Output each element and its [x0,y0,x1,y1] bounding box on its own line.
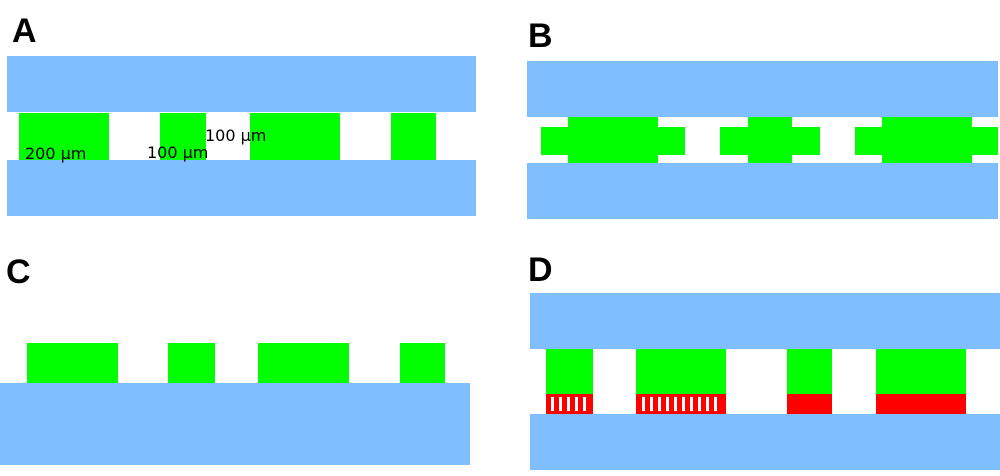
panel-d-bond-2-gap [682,397,685,411]
panel-b-pillar-2-bulge [720,127,820,155]
panel-d-bond-2-gap [658,397,661,411]
panel-d-top-substrate [530,293,1000,349]
panel-d-pillar-3 [787,349,832,395]
panel-b-pillar-3 [855,117,998,163]
panel-a: A 200 µm 100 µm 100 µm [7,12,476,216]
panel-d-bond-2-gap [706,397,709,411]
panel-a-pillar-1 [19,113,109,160]
panel-c-label: C [6,253,31,291]
panel-b-top-substrate [527,61,998,117]
panel-c-pillar-2 [168,343,215,384]
panel-d-bond-2-gap [642,397,645,411]
panel-d-solid-bond-3 [787,394,832,414]
panel-c: C [0,253,470,465]
panel-b-pillar-1-bulge [541,127,685,155]
panel-d-bond-2-gap [674,397,677,411]
panel-d-bond-2-gap [666,397,669,411]
panel-d-striped-bond-1 [546,394,593,414]
panel-b-pillar-2 [720,117,820,163]
panel-d-bond-1-gap [567,397,570,411]
panel-a-width-label-100um: 100 µm [205,126,266,145]
panel-d-bottom-substrate [530,414,1000,470]
panel-b-pillar-3-bulge [855,127,998,155]
panel-d-bond-2-base [636,394,726,414]
panel-a-width-label-200um: 200 µm [25,144,86,163]
panel-a-pillar-4 [391,113,436,160]
panel-b-bottom-substrate [527,163,998,219]
panel-a-pillar-2 [160,113,206,160]
panel-d-pillar-2 [636,349,726,395]
panel-d-bond-1-gap [575,397,578,411]
panel-a-bottom-substrate [7,160,476,216]
panel-d-bond-2-gap [690,397,693,411]
panel-b: B [527,17,998,219]
panel-a-top-substrate [7,56,476,112]
panel-a-gap-label-100um: 100 µm [147,143,208,162]
panel-d-striped-bond-2 [636,394,726,414]
panel-d-solid-bond-4 [876,394,966,414]
panel-d-bond-1-gap [551,397,554,411]
panel-d-bond-2-gap [714,397,717,411]
panel-d-pillar-1 [546,349,593,395]
panel-d-pillar-4 [876,349,966,395]
panel-d-bond-1-gap [583,397,586,411]
panel-c-pillar-3 [258,343,349,384]
panel-c-pillar-4 [400,343,445,384]
panel-c-substrate [0,383,470,465]
panel-c-pillar-1 [27,343,118,384]
panel-b-pillar-1 [541,117,685,163]
panel-b-label: B [528,17,553,55]
panel-a-label: A [12,12,37,50]
panel-d: D [528,251,1000,470]
panel-d-bond-2-gap [698,397,701,411]
panel-d-bond-2-gap [650,397,653,411]
panel-d-label: D [528,251,553,289]
panel-d-bond-1-gap [559,397,562,411]
panel-a-pillar-3 [250,113,340,160]
